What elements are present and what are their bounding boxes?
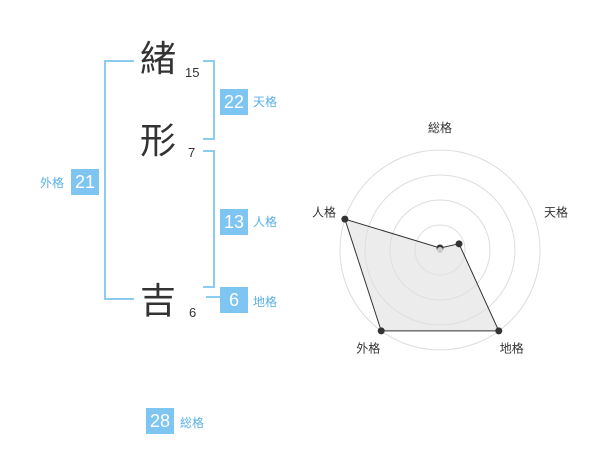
radar-center [437,247,443,253]
chikaku-value: 6 [220,287,248,313]
radar-axis-label: 天格 [544,204,568,219]
tenkaku-value: 22 [220,89,248,115]
radar-point [377,327,385,335]
jinkaku-label: 人格 [253,215,278,229]
jinkaku-bracket [203,150,215,288]
stroke-count-2: 7 [188,145,196,160]
radar-axis-label: 総格 [428,120,452,135]
radar-point [495,327,503,335]
radar-ring [339,149,541,351]
radar-area [344,218,500,332]
name-char-3: 吉 [140,281,177,322]
chikaku-connector [206,296,220,298]
name-char-2: 形 [140,121,177,162]
soukaku-value: 28 [146,408,174,434]
name-char-1: 緒 [140,39,177,80]
jinkaku-value: 13 [220,209,248,235]
tenkaku-bracket [203,60,215,140]
radar-axis-label: 人格 [312,204,336,219]
tenkaku-label: 天格 [253,95,278,109]
gaikaku-bracket [104,60,134,300]
stroke-count-3: 6 [189,305,197,320]
chikaku-label: 地格 [253,295,278,309]
gaikaku-label: 外格 [40,176,65,190]
stroke-count-1: 15 [185,65,200,80]
radar-point [341,215,349,223]
soukaku-label: 総格 [180,416,205,430]
gaikaku-value: 21 [71,169,99,195]
radar-axis-label: 外格 [356,341,380,356]
radar-axis-label: 地格 [500,341,524,356]
radar-point [455,240,463,248]
